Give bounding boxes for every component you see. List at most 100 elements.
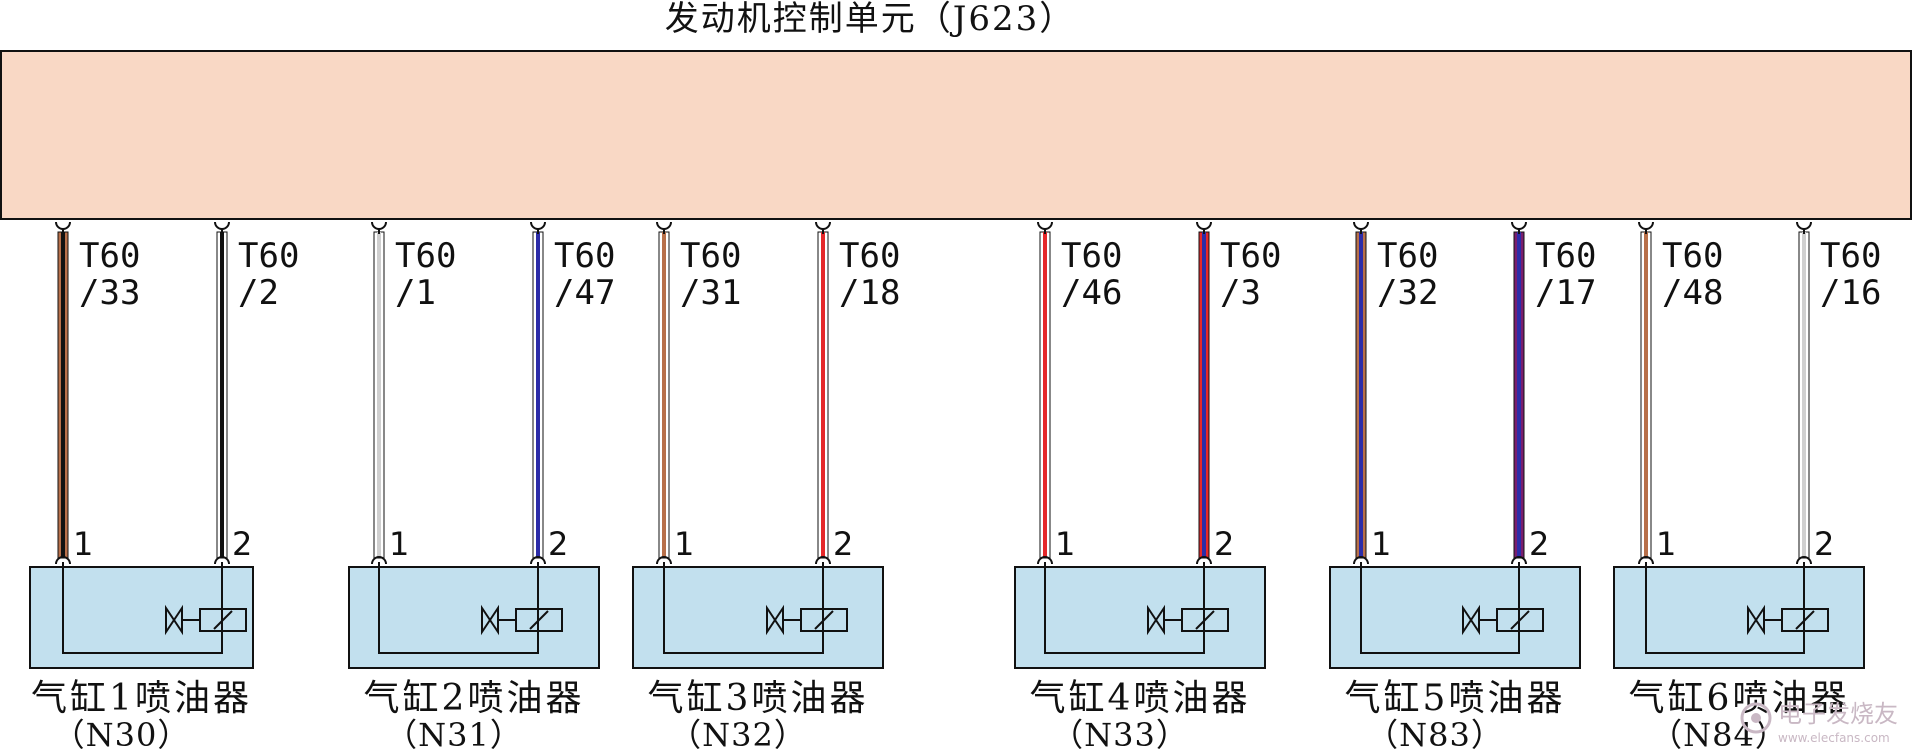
injector-code: （N31） bbox=[385, 716, 523, 752]
pin-connector-label: T60 bbox=[79, 236, 140, 276]
connector-hook-icon bbox=[656, 556, 672, 565]
wire-group: T60/331T60/22T60/11T60/472T60/311T60/182… bbox=[55, 221, 1881, 565]
internal-circuit bbox=[663, 562, 824, 654]
injector-code: （N83） bbox=[1366, 716, 1504, 752]
injector-4: 气缸4喷油器（N33） bbox=[1014, 562, 1266, 752]
solenoid-coil-icon bbox=[529, 610, 549, 630]
terminal-number: 2 bbox=[1529, 525, 1549, 563]
pin-connector-label: T60 bbox=[1535, 236, 1596, 276]
pin-connector-label: T60 bbox=[1820, 236, 1881, 276]
wire-2-2: T60/47 2 bbox=[530, 221, 615, 565]
pin-connector-label: T60 bbox=[554, 236, 615, 276]
connector-hook-icon bbox=[55, 221, 71, 230]
connector-hook-icon bbox=[1196, 221, 1212, 230]
solenoid-coil-icon bbox=[213, 610, 233, 630]
injector-3: 气缸3喷油器（N32） bbox=[632, 562, 884, 752]
wire-6-1: T60/481 bbox=[1638, 221, 1723, 565]
injector-1: 气缸1喷油器（N30） bbox=[29, 562, 254, 752]
injector-label: 气缸5喷油器 bbox=[1345, 678, 1566, 719]
connector-hook-icon bbox=[530, 221, 546, 230]
connector-hook-icon bbox=[1037, 556, 1053, 565]
pin-connector-label: T60 bbox=[1220, 236, 1281, 276]
pin-number-label: /16 bbox=[1820, 273, 1881, 313]
injector-code: （N84） bbox=[1650, 716, 1788, 752]
wire-4-2: T60/32 bbox=[1196, 221, 1281, 565]
valve-icon bbox=[481, 604, 499, 636]
terminal-number: 2 bbox=[232, 525, 252, 563]
connector-hook-icon bbox=[55, 556, 71, 565]
injector-box bbox=[29, 566, 254, 669]
connector-hook-icon bbox=[1638, 556, 1654, 565]
wire-1-1: T60/33 1 bbox=[55, 221, 140, 565]
wire-2-1: T60/11 bbox=[371, 221, 456, 565]
injector-code: （N30） bbox=[53, 716, 191, 752]
wire-5-1: T60/32 1 bbox=[1353, 221, 1438, 565]
connector-hook-icon bbox=[1196, 556, 1212, 565]
wire-core bbox=[1517, 232, 1521, 558]
solenoid-coil-icon bbox=[1795, 610, 1815, 630]
injector-group: 气缸1喷油器（N30）气缸2喷油器（N31）气缸3喷油器（N32）气缸4喷油器（… bbox=[29, 562, 1865, 752]
injector-box bbox=[632, 566, 884, 669]
pin-connector-label: T60 bbox=[395, 236, 456, 276]
wire-core bbox=[536, 232, 540, 558]
wire-core bbox=[61, 232, 65, 558]
wire-3-1: T60/31 1 bbox=[656, 221, 741, 565]
pin-connector-label: T60 bbox=[1061, 236, 1122, 276]
pin-number-label: /46 bbox=[1061, 273, 1122, 313]
pin-number-label: /18 bbox=[839, 273, 900, 313]
pin-connector-label: T60 bbox=[1377, 236, 1438, 276]
ecu-box bbox=[0, 50, 1912, 220]
pin-number-label: /33 bbox=[79, 273, 140, 313]
injector-code: （N33） bbox=[1051, 716, 1189, 752]
valve-icon bbox=[766, 604, 784, 636]
connector-hook-icon bbox=[656, 221, 672, 230]
internal-circuit bbox=[1645, 562, 1805, 654]
injector-label: 气缸1喷油器 bbox=[31, 678, 252, 719]
solenoid-coil-icon bbox=[1510, 610, 1530, 630]
watermark-url: www.elecfans.com bbox=[1778, 731, 1890, 745]
connector-hook-icon bbox=[815, 221, 831, 230]
internal-circuit bbox=[1360, 562, 1520, 654]
connector-hook-icon bbox=[1796, 221, 1812, 230]
pin-number-label: /32 bbox=[1377, 273, 1438, 313]
connector-hook-icon bbox=[214, 556, 230, 565]
internal-circuit bbox=[1044, 562, 1205, 654]
wire-4-1: T60/461 bbox=[1037, 221, 1122, 565]
solenoid-coil-icon bbox=[814, 610, 834, 630]
pin-number-label: /31 bbox=[680, 273, 741, 313]
wire-core bbox=[821, 232, 825, 558]
valve-icon bbox=[1147, 604, 1165, 636]
connector-hook-icon bbox=[1638, 221, 1654, 230]
connector-hook-icon bbox=[1511, 221, 1527, 230]
valve-icon bbox=[165, 604, 183, 636]
terminal-number: 1 bbox=[674, 525, 694, 563]
connector-hook-icon bbox=[1037, 221, 1053, 230]
pin-connector-label: T60 bbox=[1662, 236, 1723, 276]
terminal-number: 1 bbox=[1371, 525, 1391, 563]
wire-core bbox=[377, 232, 381, 558]
injector-box bbox=[1329, 566, 1581, 669]
internal-circuit bbox=[378, 562, 539, 654]
connector-hook-icon bbox=[371, 556, 387, 565]
wire-6-2: T60/16 2 bbox=[1796, 221, 1881, 565]
watermark-logo-icon bbox=[1740, 702, 1772, 734]
connector-hook-icon bbox=[214, 221, 230, 230]
pin-number-label: /48 bbox=[1662, 273, 1723, 313]
injector-label: 气缸3喷油器 bbox=[648, 678, 869, 719]
pin-connector-label: T60 bbox=[238, 236, 299, 276]
pin-number-label: /17 bbox=[1535, 273, 1596, 313]
watermark: 电子发烧友 www.elecfans.com bbox=[1740, 700, 1898, 745]
pin-number-label: /1 bbox=[395, 273, 436, 313]
connector-hook-icon bbox=[371, 221, 387, 230]
terminal-number: 2 bbox=[548, 525, 568, 563]
internal-circuit bbox=[62, 562, 223, 654]
terminal-number: 2 bbox=[1814, 525, 1834, 563]
valve-icon bbox=[1462, 604, 1480, 636]
pin-connector-label: T60 bbox=[680, 236, 741, 276]
injector-box bbox=[1613, 566, 1865, 669]
terminal-number: 1 bbox=[73, 525, 93, 563]
pin-number-label: /47 bbox=[554, 273, 615, 313]
connector-hook-icon bbox=[530, 556, 546, 565]
terminal-number: 2 bbox=[833, 525, 853, 563]
